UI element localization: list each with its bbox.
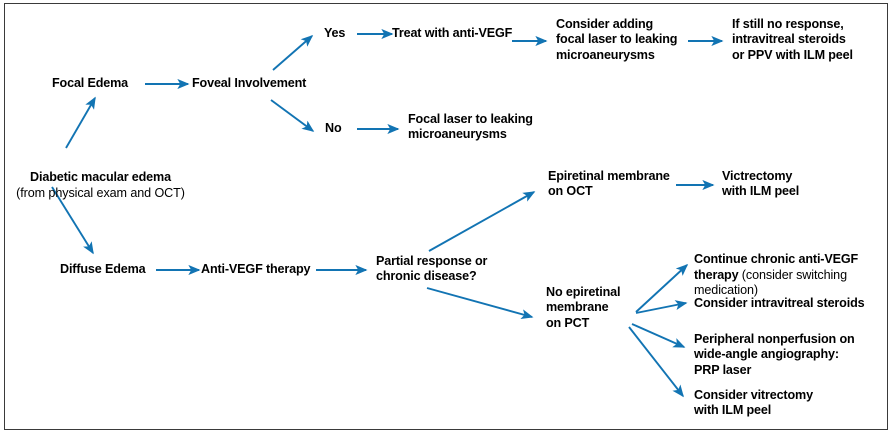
node-consider-intravitreal-steroids: Consider intravitreal steroids (694, 296, 865, 310)
edge-partial-response-to-epiretinal-membrane (428, 191, 536, 252)
edge-root-to-diffuse-edema (51, 186, 94, 255)
node-diabetic-macular-edema: Diabetic macular edema (from physical ex… (4, 155, 197, 217)
edge-partial-response-to-no-epiretinal-membrane (426, 287, 534, 320)
node-continue-chronic-anti-vegf: Continue chronic anti-VEGF therapy (cons… (694, 237, 874, 299)
node-epiretinal-membrane-on-oct: Epiretinal membrane on OCT (548, 169, 670, 199)
node-consider-vitrectomy-with-ilm-peel: Consider vitrectomy with ILM peel (694, 388, 813, 418)
node-continue-chronic-paren: (consider switching medication) (694, 267, 847, 298)
node-foveal-involvement: Foveal Involvement (192, 76, 307, 90)
node-focal-edema: Focal Edema (52, 76, 129, 90)
node-no-epiretinal-membrane-on-pct: No epiretinal membrane on PCT (546, 285, 621, 330)
node-treat-with-anti-vegf: Treat with anti-VEGF (392, 26, 513, 40)
node-anti-vegf-therapy: Anti-VEGF therapy (201, 262, 311, 276)
edge-root-to-focal-edema (65, 96, 96, 149)
edge-no-epiretinal-to-peripheral-nonperfusion (631, 323, 686, 348)
node-partial-response: Partial response or chronic disease? (376, 254, 488, 284)
node-continue-chronic-main: Continue chronic anti-VEGF therapy (694, 252, 859, 282)
edge-no-epiretinal-to-consider-vitrectomy (628, 326, 684, 398)
node-if-still-no-response: If still no response, intravitreal stero… (732, 17, 853, 62)
edge-no-epiretinal-to-continue-chronic (635, 263, 689, 313)
node-diabetic-macular-edema-sub: (from physical exam and OCT) (16, 185, 185, 200)
node-no: No (325, 121, 342, 135)
node-yes: Yes (324, 26, 346, 40)
edge-foveal-involvement-to-yes (272, 35, 314, 71)
node-diffuse-edema: Diffuse Edema (60, 262, 146, 276)
node-focal-laser-to-leaking: Focal laser to leaking microaneurysms (408, 112, 533, 142)
edge-no-epiretinal-to-consider-steroids (635, 300, 688, 314)
node-consider-adding-focal-laser: Consider adding focal laser to leaking m… (556, 17, 678, 62)
node-peripheral-nonperfusion: Peripheral nonperfusion on wide-angle an… (694, 332, 855, 377)
node-diabetic-macular-edema-main: Diabetic macular edema (30, 170, 171, 185)
edge-foveal-involvement-to-no (270, 99, 315, 132)
node-victrectomy-with-ilm-peel: Victrectomy with ILM peel (722, 169, 800, 199)
